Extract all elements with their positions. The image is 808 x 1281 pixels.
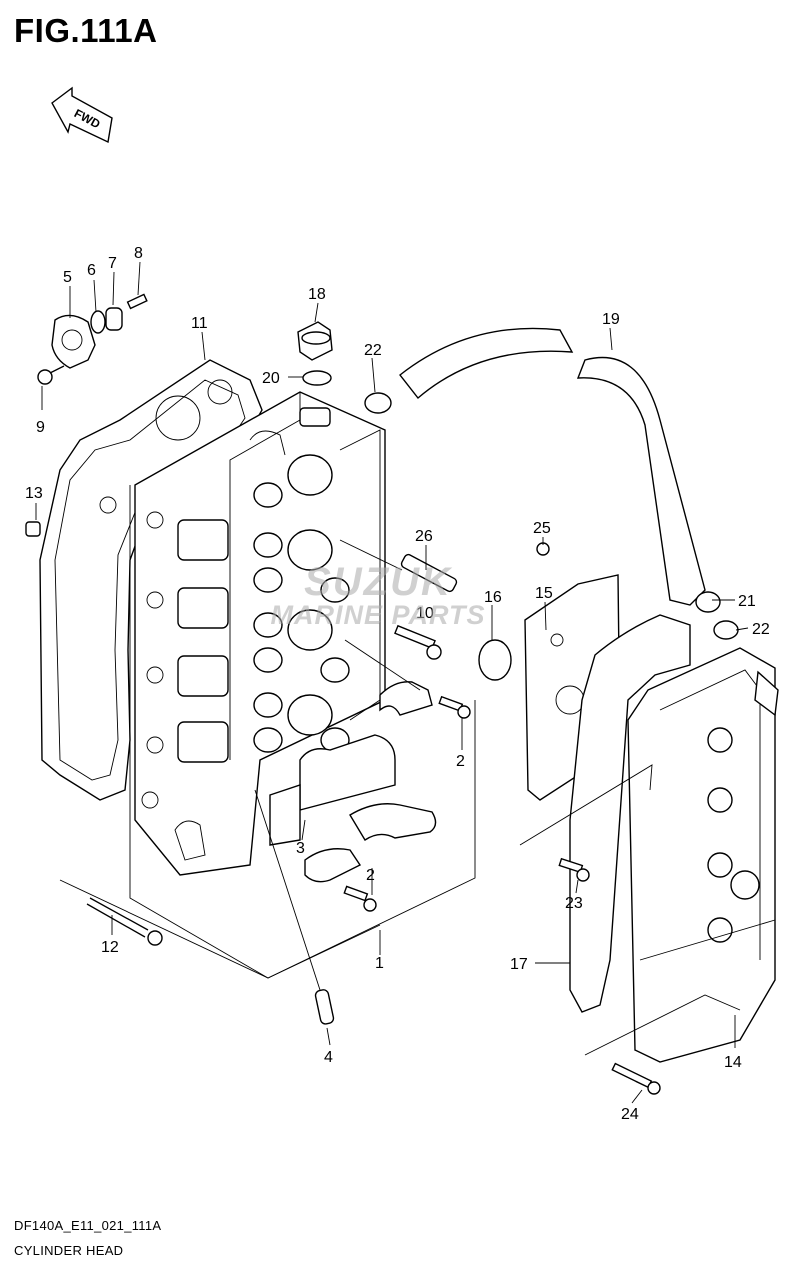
callout-4: 4 (324, 1049, 333, 1066)
callout-24: 24 (621, 1106, 639, 1123)
callout-26: 26 (415, 528, 433, 545)
callout-18: 18 (308, 286, 326, 303)
diagram-name: CYLINDER HEAD (14, 1243, 124, 1258)
callout-25: 25 (533, 520, 551, 537)
o-ring-seal (478, 639, 512, 681)
long-bolt (86, 897, 163, 946)
callout-11: 11 (191, 315, 208, 332)
cylinder-head-cover (627, 647, 779, 1063)
callout-12: 12 (101, 939, 119, 956)
callout-3: 3 (296, 840, 305, 857)
callout-17: 17 (510, 956, 528, 973)
callout-8: 8 (134, 245, 143, 262)
callout-21: 21 (738, 593, 756, 610)
cylinder-head (134, 391, 386, 876)
hose-clamp-upper (364, 392, 392, 414)
cover-bolt-24 (611, 1062, 661, 1095)
callout-6: 6 (87, 262, 96, 279)
head-cover-gasket (569, 614, 691, 1013)
camshaft-journals (253, 454, 350, 753)
camshaft-housing-caps (269, 734, 396, 846)
callout-22-right: 22 (752, 621, 770, 638)
plug (25, 521, 41, 537)
callout-23: 23 (565, 895, 583, 912)
ignition-bolt (394, 624, 442, 660)
cam-cap-upper (379, 681, 471, 719)
leader-lines (35, 261, 749, 1104)
callout-16: 16 (484, 589, 502, 606)
cam-cap-lower (304, 803, 437, 912)
hose-clamp-right (713, 620, 739, 640)
callout-2-upper: 2 (456, 753, 465, 770)
fwd-arrow-icon: FWD (51, 86, 113, 144)
dowel-pin (314, 989, 335, 1025)
cover-bolt-23 (558, 857, 590, 882)
callout-7: 7 (108, 255, 117, 272)
callout-20: 20 (262, 370, 280, 387)
breather-hose (399, 327, 721, 613)
callout-15: 15 (535, 585, 553, 602)
callout-13: 13 (25, 485, 43, 502)
cylinder-head-gasket (39, 359, 263, 801)
callout-19: 19 (602, 311, 620, 328)
callout-1: 1 (375, 955, 384, 972)
intake-ports (141, 511, 229, 809)
callout-9: 9 (36, 419, 45, 436)
callout-labels: 5 6 7 8 9 11 18 20 22 19 13 26 25 15 16 … (25, 245, 770, 1123)
assembly-reference-lines (59, 376, 741, 1056)
callout-22-upper: 22 (364, 342, 382, 359)
oil-filler-cap (297, 321, 333, 386)
callout-5: 5 (63, 269, 72, 286)
callout-2-lower: 2 (366, 867, 375, 884)
diagram-code: DF140A_E11_021_111A (14, 1218, 162, 1233)
thermostat-cover (37, 293, 148, 385)
figure-title: FIG.111A (14, 12, 158, 49)
spark-plug (339, 539, 458, 593)
callout-10: 10 (416, 605, 434, 622)
callout-14: 14 (724, 1054, 742, 1071)
